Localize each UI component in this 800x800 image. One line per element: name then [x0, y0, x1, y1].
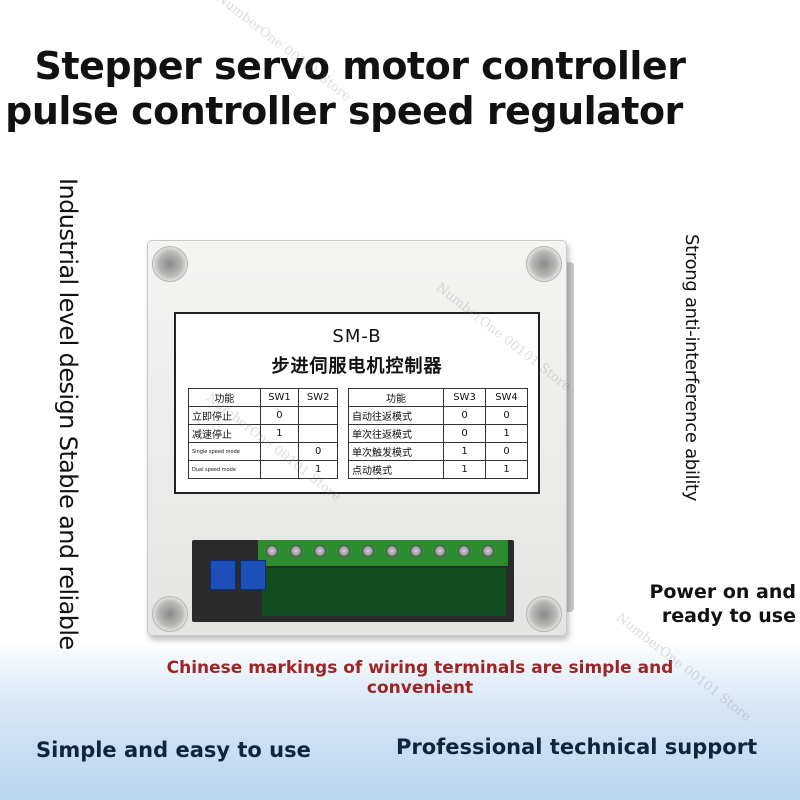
- terminal-screw: [266, 545, 278, 557]
- mount-hole-top-right: [526, 246, 562, 282]
- feature-power-line-2: ready to use: [661, 605, 796, 627]
- terminal-screw: [410, 545, 422, 557]
- feature-technical-support: Professional technical support: [396, 735, 758, 759]
- feature-wiring-line-2: convenient: [366, 678, 474, 698]
- table-row: 单次触发模式 1 0: [347, 442, 528, 461]
- table-row: 点动模式 1 1: [347, 460, 528, 479]
- table-cell: 1: [443, 460, 486, 479]
- table-cell: [298, 406, 338, 425]
- table-cell: 1: [485, 424, 528, 443]
- table-cell: 0: [443, 424, 486, 443]
- terminal-screw: [338, 545, 350, 557]
- mount-hole-bottom-right: [526, 596, 562, 632]
- dip-switch-table-sw3-sw4: 功能 SW3 SW4 自动往返模式 0 0 单次往返模式 0 1 单次触发模式 …: [347, 388, 528, 479]
- table-cell: [298, 424, 338, 443]
- feature-power-line-1: Power on and: [649, 581, 796, 603]
- headline-line-2: pulse controller speed regulator: [5, 89, 683, 133]
- table-cell: 0: [485, 406, 528, 425]
- terminal-screw: [362, 545, 374, 557]
- dip-switch-table-sw1-sw2: 功能 SW1 SW2 立即停止 0 减速停止 1 Single speed mo…: [188, 388, 338, 479]
- mount-hole-bottom-left: [152, 596, 188, 632]
- table-header: SW1: [259, 388, 300, 407]
- terminal-screw: [290, 545, 302, 557]
- table-row: Single speed mode 0: [188, 442, 338, 461]
- feature-industrial-design: Industrial level design Stable and relia…: [54, 178, 82, 650]
- device-label-panel: SM-B 步进伺服电机控制器 功能 SW1 SW2 立即停止 0 减速停止 1 …: [174, 312, 540, 494]
- table-cell: 1: [443, 442, 486, 461]
- feature-power-on: Power on and ready to use: [626, 580, 796, 628]
- table-header: 功能: [347, 388, 445, 407]
- feature-wiring-markings: Chinese markings of wiring terminals are…: [140, 658, 700, 698]
- table-cell: 自动往返模式: [347, 406, 445, 425]
- table-cell: 0: [259, 406, 300, 425]
- table-row: 立即停止 0: [188, 406, 338, 425]
- table-cell: Dual speed mode: [188, 460, 261, 479]
- table-cell: 点动模式: [347, 460, 445, 479]
- table-header: SW2: [298, 388, 338, 407]
- pcb-terminal-markings: [262, 568, 506, 616]
- blue-terminal-right: [240, 560, 266, 590]
- table-header: SW4: [485, 388, 528, 407]
- terminal-screw: [434, 545, 446, 557]
- terminal-screw: [482, 545, 494, 557]
- table-row: Dual speed mode 1: [188, 460, 338, 479]
- table-header: SW3: [443, 388, 486, 407]
- terminal-screw: [314, 545, 326, 557]
- feature-easy-to-use: Simple and easy to use: [36, 738, 311, 762]
- table-cell: 1: [298, 460, 338, 479]
- table-cell: Single speed mode: [188, 442, 261, 461]
- device-model: SM-B: [332, 326, 382, 347]
- table-row: 自动往返模式 0 0: [347, 406, 528, 425]
- table-cell: 单次触发模式: [347, 442, 445, 461]
- table-cell: 0: [485, 442, 528, 461]
- terminal-screw: [386, 545, 398, 557]
- terminal-screw: [458, 545, 470, 557]
- table-cell: 0: [298, 442, 338, 461]
- table-cell: 单次往返模式: [347, 424, 445, 443]
- blue-terminal-left: [210, 560, 236, 590]
- device-cn-title: 步进伺服电机控制器: [271, 356, 443, 377]
- mount-hole-top-left: [152, 246, 188, 282]
- table-cell: 1: [485, 460, 528, 479]
- table-row: 单次往返模式 0 1: [347, 424, 528, 443]
- headline-line-1: Stepper servo motor controller: [34, 44, 686, 88]
- feature-anti-interference: Strong anti-interference ability: [681, 234, 702, 502]
- feature-wiring-line-1: Chinese markings of wiring terminals are…: [166, 658, 674, 678]
- table-cell: 0: [443, 406, 486, 425]
